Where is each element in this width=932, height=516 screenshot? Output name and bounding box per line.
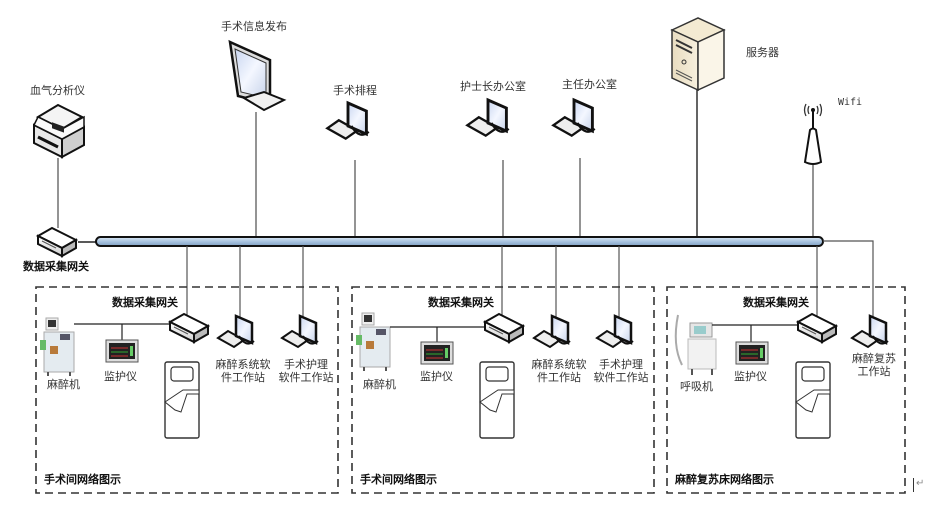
gateway-icon xyxy=(169,313,209,343)
bed-icon xyxy=(164,361,200,439)
zone-2-anesthesia-machine-label: 麻醉机 xyxy=(363,378,396,391)
zone-1-anesthesia-machine-label: 麻醉机 xyxy=(47,378,80,391)
anesthesia-machine-icon xyxy=(40,317,75,376)
server-icon xyxy=(670,17,726,92)
anesthesia-machine-icon xyxy=(356,312,391,371)
bed-icon xyxy=(479,361,515,439)
nursing-workstation-icon xyxy=(280,314,320,349)
head-nurse-workstation-icon xyxy=(465,98,511,138)
zone-3-devices xyxy=(674,313,890,439)
label-line: 麻醉系统软 xyxy=(531,358,587,371)
gateway-icon xyxy=(797,313,837,343)
paragraph-mark: ↵ xyxy=(913,478,924,492)
label-line: 软件工作站 xyxy=(278,371,334,384)
wifi-label: Wifi xyxy=(838,97,863,108)
zone-3-gateway-label: 数据采集网关 xyxy=(743,296,809,309)
zone-1-gateway-label: 数据采集网关 xyxy=(112,296,178,309)
main-gateway-label: 数据采集网关 xyxy=(23,260,89,273)
zone-2-nursing-ws-label: 手术护理 软件工作站 xyxy=(594,358,649,384)
bed-icon xyxy=(795,361,831,439)
nursing-workstation-icon xyxy=(595,314,635,349)
label-line: 件工作站 xyxy=(221,371,265,384)
zone-3-monitor-label: 监护仪 xyxy=(734,370,767,383)
zone-1-monitor-label: 监护仪 xyxy=(104,370,137,383)
zone-3-recovery-ws-label: 麻醉复苏 工作站 xyxy=(852,352,896,378)
info-publish-label: 手术信息发布 xyxy=(221,20,287,33)
label-line: 麻醉系统软 xyxy=(215,358,271,371)
zone-2-devices xyxy=(356,312,635,439)
anesthesia-workstation-icon xyxy=(216,314,256,349)
zone-border-1 xyxy=(35,286,339,494)
schedule-label: 手术排程 xyxy=(333,84,377,97)
top-connectors xyxy=(57,88,814,243)
zone-3-title: 麻醉复苏床网络图示 xyxy=(675,473,774,486)
label-line: 工作站 xyxy=(857,365,891,378)
ventilator-icon xyxy=(674,314,717,375)
label-line: 手术护理 xyxy=(599,358,643,371)
director-workstation-icon xyxy=(551,98,597,138)
zone-2-anesthesia-ws-label: 麻醉系统软 件工作站 xyxy=(532,358,587,384)
zone-connectors xyxy=(186,240,874,320)
wifi-access-point-icon xyxy=(803,103,823,165)
zone-1-nursing-ws-label: 手术护理 软件工作站 xyxy=(279,358,334,384)
label-line: 手术护理 xyxy=(284,358,328,371)
main-gateway-icon xyxy=(37,227,77,257)
zone-1-devices xyxy=(40,313,320,439)
patient-monitor-icon xyxy=(105,339,139,363)
gateway-icon xyxy=(484,313,524,343)
zone-1-anesthesia-ws-label: 麻醉系统软 件工作站 xyxy=(216,358,271,384)
label-line: 软件工作站 xyxy=(593,371,649,384)
patient-monitor-icon xyxy=(420,341,454,365)
label-line: 麻醉复苏 xyxy=(852,352,896,365)
network-backbone xyxy=(95,236,824,247)
recovery-workstation-icon xyxy=(850,314,890,349)
zone-2-gateway-label: 数据采集网关 xyxy=(428,296,494,309)
blood-gas-analyzer-icon xyxy=(32,103,85,159)
director-office-label: 主任办公室 xyxy=(562,78,617,91)
schedule-workstation-icon xyxy=(325,101,371,141)
blood-gas-analyzer-label: 血气分析仪 xyxy=(30,84,85,97)
zone-border-3 xyxy=(666,286,906,494)
zone-2-monitor-label: 监护仪 xyxy=(420,370,453,383)
zone-2-title: 手术间网络图示 xyxy=(360,473,437,486)
head-nurse-office-label: 护士长办公室 xyxy=(460,80,526,93)
patient-monitor-icon xyxy=(735,341,769,365)
info-display-monitor-icon xyxy=(228,39,287,112)
anesthesia-workstation-icon xyxy=(532,314,572,349)
zone-border-2 xyxy=(351,286,655,494)
server-label: 服务器 xyxy=(746,46,779,59)
zone-3-ventilator-label: 呼吸机 xyxy=(680,380,713,393)
zone-1-title: 手术间网络图示 xyxy=(44,473,121,486)
label-line: 件工作站 xyxy=(537,371,581,384)
